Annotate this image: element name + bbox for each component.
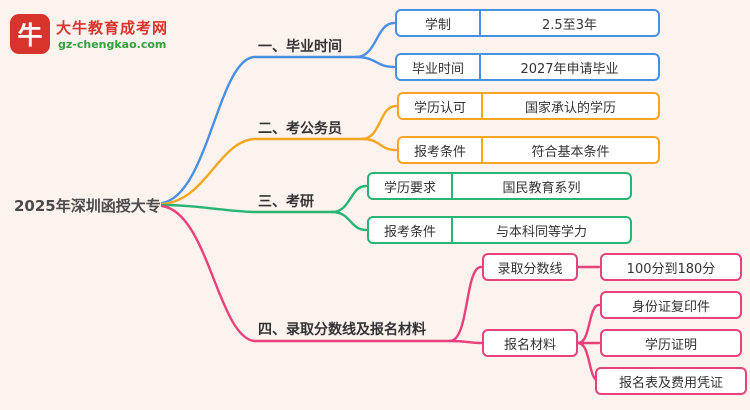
branch1-leaf2-line bbox=[354, 55, 396, 69]
branch-label-admission-and-materials: 四、录取分数线及报名材料 bbox=[258, 322, 426, 338]
branch-label-graduation-time: 一、毕业时间 bbox=[258, 39, 342, 55]
leaf-box-material-form-and-fee: 报名表及费用凭证 bbox=[595, 367, 747, 395]
branch2-leaf2-line bbox=[360, 137, 398, 152]
branch1-trunk-line bbox=[160, 55, 358, 205]
branch4-score-line bbox=[448, 265, 483, 343]
materials-item1-line bbox=[576, 303, 601, 345]
leaf-label: 报考条件 bbox=[413, 144, 466, 160]
leaf-box-material-id-copy: 身份证复印件 bbox=[600, 291, 742, 319]
branch-label-civil-service-exam: 二、考公务员 bbox=[258, 121, 342, 137]
branch3-leaf2-line bbox=[330, 210, 368, 232]
leaf-row-application-requirements: 报考条件 符合基本条件 bbox=[397, 136, 660, 164]
branch2-leaf1-line bbox=[360, 104, 398, 141]
branch4-trunk-line bbox=[160, 204, 452, 343]
leaf-box-admission-score-label: 录取分数线 bbox=[482, 253, 578, 281]
root-node-label: 2025年深圳函授大专 bbox=[14, 197, 161, 215]
leaf-label: 学历认可 bbox=[413, 100, 466, 116]
leaf-box-material-diploma-proof: 学历证明 bbox=[600, 329, 742, 357]
leaf-value: 2.5至3年 bbox=[479, 11, 658, 35]
ox-logo-icon: 牛 bbox=[10, 14, 50, 54]
leaf-value: 与本科同等学力 bbox=[451, 218, 630, 242]
leaf-label: 学历要求 bbox=[383, 180, 436, 196]
leaf-label: 毕业时间 bbox=[411, 61, 464, 77]
branch-label-postgraduate-exam: 三、考研 bbox=[258, 194, 314, 210]
logo-domain-text: gz-chengkao.com bbox=[58, 38, 167, 51]
branch1-leaf1-line bbox=[354, 21, 396, 59]
branch3-trunk-line bbox=[160, 203, 334, 214]
branch2-trunk-line bbox=[160, 137, 364, 206]
leaf-label: 报考条件 bbox=[383, 224, 436, 240]
leaf-value: 符合基本条件 bbox=[481, 138, 658, 162]
leaf-value: 国家承认的学历 bbox=[481, 94, 658, 118]
leaf-row-graduation-time: 毕业时间 2027年申请毕业 bbox=[395, 53, 660, 81]
logo-brand-text: 大牛教育成考网 bbox=[56, 19, 169, 37]
leaf-row-education-requirement: 学历要求 国民教育系列 bbox=[367, 172, 632, 200]
branch4-materials-line bbox=[448, 339, 483, 345]
leaf-box-admission-score-value: 100分到180分 bbox=[600, 253, 742, 281]
leaf-label: 学制 bbox=[424, 17, 451, 33]
branch3-leaf1-line bbox=[330, 184, 368, 214]
leaf-row-diploma-recognition: 学历认可 国家承认的学历 bbox=[397, 92, 660, 120]
leaf-row-schooling-length: 学制 2.5至3年 bbox=[395, 9, 660, 37]
leaf-row-exam-requirement: 报考条件 与本科同等学力 bbox=[367, 216, 632, 244]
leaf-value: 国民教育系列 bbox=[451, 174, 630, 198]
ox-logo-glyph: 牛 bbox=[17, 21, 43, 50]
leaf-value: 2027年申请毕业 bbox=[479, 55, 658, 79]
leaf-box-materials-label: 报名材料 bbox=[482, 329, 578, 357]
